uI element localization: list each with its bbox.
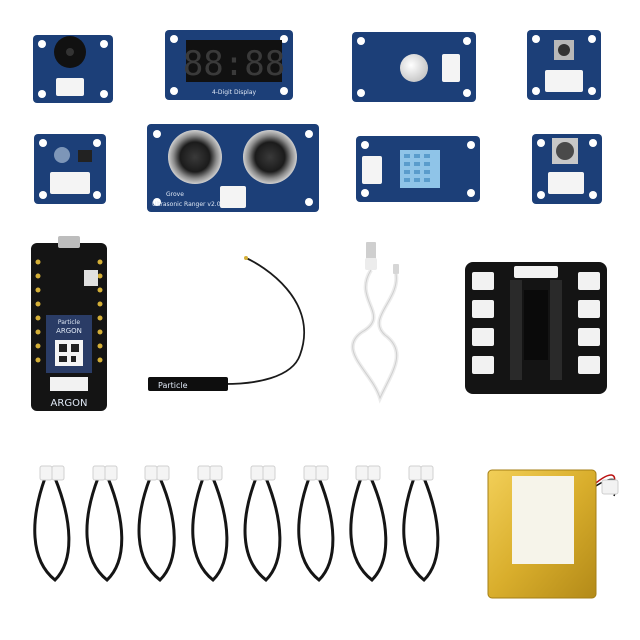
lipo-battery <box>487 469 619 599</box>
grove-shield-board <box>465 262 607 394</box>
display-readout: 88:88 <box>183 44 285 84</box>
grove-led-module <box>34 134 106 204</box>
grove-rotary-sensor-module <box>532 134 602 204</box>
antenna-brand: Particle <box>158 381 188 390</box>
grove-ultrasonic-ranger-module: Grove Ultrasonic Ranger v2.0 <box>147 124 319 212</box>
wifi-antenna: Particle <box>148 256 305 391</box>
particle-argon-board: Particle ARGON ARGON <box>31 236 107 411</box>
argon-module-name: ARGON <box>56 327 82 335</box>
ultrasonic-brand: Grove <box>166 191 184 198</box>
argon-module-brand: Particle <box>58 319 80 326</box>
grove-temp-humidity-module <box>356 136 480 202</box>
grove-button-module <box>527 30 601 100</box>
grove-pir-motion-module <box>352 32 476 102</box>
grove-cable-set <box>33 465 440 583</box>
argon-board-label: ARGON <box>51 398 88 409</box>
usb-cable <box>350 242 399 404</box>
ultrasonic-caption: Ultrasonic Ranger v2.0 <box>152 201 221 208</box>
display-caption: 4-Digit Display <box>212 89 257 96</box>
grove-4-digit-display-module: 88:88 4-Digit Display <box>165 30 293 100</box>
grove-buzzer-module <box>33 35 113 103</box>
